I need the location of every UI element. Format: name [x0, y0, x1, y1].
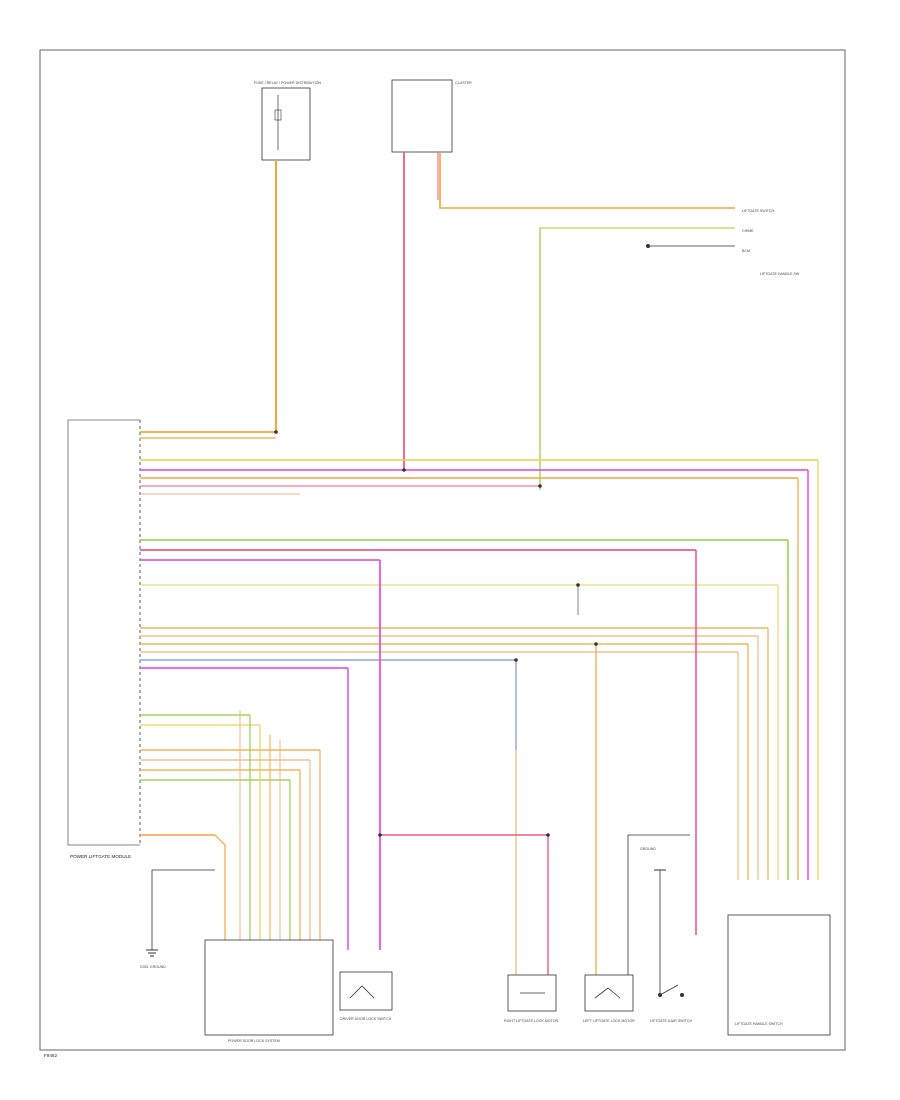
bus-wires	[140, 459, 818, 669]
component-b1: DRIVER DOOR LOCK SWITCH	[339, 971, 393, 1021]
b1-caption: DRIVER DOOR LOCK SWITCH	[340, 1017, 392, 1021]
ground-left-caption: G301 GROUND	[140, 965, 166, 969]
diagram-frame	[39, 49, 846, 1051]
lower-left-drops	[140, 710, 321, 940]
top-fuse-caption: FUSE / RELAY / POWER DISTRIBUTION	[254, 81, 321, 85]
wire-orange-cluster	[439, 152, 735, 209]
component-b2: RIGHT LIFTGATE LOCK MOTOR	[504, 974, 559, 1023]
top-module-caption: CLUSTER	[455, 81, 472, 85]
right-label-3: BCM	[742, 249, 750, 253]
right-label-2: CHIME	[742, 229, 754, 233]
b4-caption: LIFTGATE AJAR SWITCH	[650, 1019, 692, 1023]
left-module-block: POWER LIFTGATE MODULE	[67, 419, 141, 859]
lower-connector-caption: POWER DOOR LOCK SYSTEM	[228, 1039, 280, 1043]
top-fuse-block: FUSE / RELAY / POWER DISTRIBUTION	[254, 81, 321, 161]
right-connector: LIFTGATE HANDLE SWITCH	[727, 914, 831, 1036]
lower-connector: POWER DOOR LOCK SYSTEM	[204, 939, 334, 1043]
left-block-caption: POWER LIFTGATE MODULE	[70, 854, 131, 859]
corner-label: F9462	[44, 1053, 57, 1058]
component-b3: LEFT LIFTGATE LOCK MOTOR	[583, 974, 635, 1023]
right-drops	[577, 460, 819, 935]
ground-left: G301 GROUND	[140, 869, 215, 969]
wire-green-top	[539, 227, 735, 490]
right-connector-caption: LIFTGATE HANDLE SWITCH	[735, 1022, 783, 1026]
component-b4: LIFTGATE AJAR SWITCH GROUND	[640, 847, 692, 1023]
top-module-block: CLUSTER	[391, 79, 472, 153]
middle-drops	[347, 560, 690, 975]
ground-right-caption: GROUND	[640, 847, 656, 851]
splice-dots	[274, 430, 598, 837]
right-label-4: LIFTGATE HANDLE SW	[760, 272, 800, 276]
right-label-1: LIFTGATE SWITCH	[742, 209, 774, 213]
b2-caption: RIGHT LIFTGATE LOCK MOTOR	[504, 1019, 559, 1023]
splice-dot	[646, 244, 650, 248]
b3-caption: LEFT LIFTGATE LOCK MOTOR	[583, 1019, 635, 1023]
